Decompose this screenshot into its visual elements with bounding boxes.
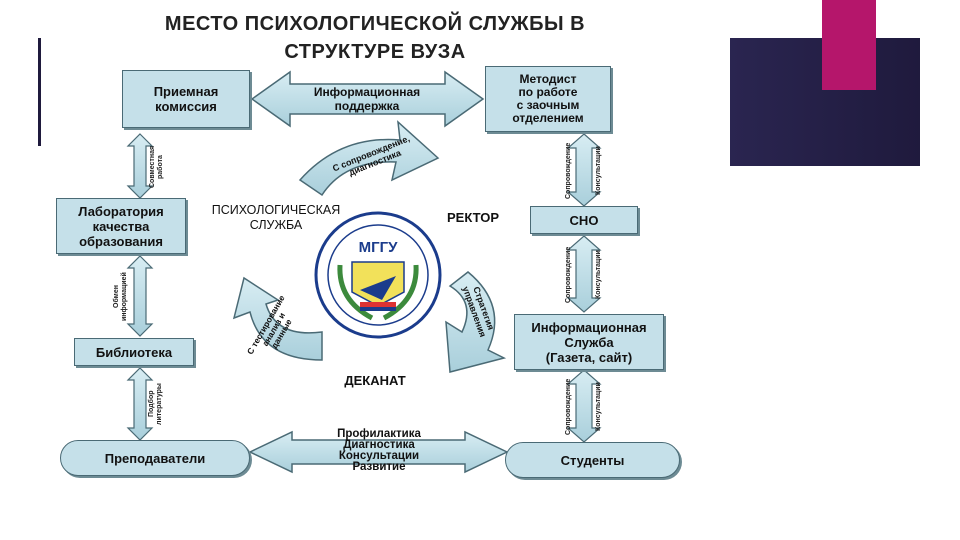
box-library: Библиотека xyxy=(74,338,194,366)
label-v-right-2a: Сопровождение xyxy=(565,246,572,304)
box-lab: Лаборатория качества образования xyxy=(56,198,186,254)
university-logo xyxy=(314,211,442,339)
arrow-v-right-2 xyxy=(566,235,602,313)
label-v-right-3b: Консультации xyxy=(595,382,602,432)
label-prevention: Профилактика Диагностика Консультации Ра… xyxy=(337,428,421,473)
label-info-support: Информационная поддержка xyxy=(313,85,421,113)
label-v-right-1a: Сопровождение xyxy=(565,142,572,200)
label-v-right-3a: Сопровождение xyxy=(565,378,572,436)
box-admissions: Приемная комиссия xyxy=(122,70,250,128)
logo-text: МГГУ xyxy=(358,239,398,256)
arrow-v-left-mid xyxy=(126,255,154,337)
box-teachers: Преподаватели xyxy=(60,440,250,476)
label-v-right-2b: Консультации xyxy=(595,250,602,300)
label-rector: РЕКТОР xyxy=(447,210,499,225)
label-dean: ДЕКАНАТ xyxy=(344,373,406,388)
arrow-curved-right xyxy=(445,271,507,373)
arrow-curved-left xyxy=(232,276,323,361)
box-methodist: Методист по работе с заочным отделением xyxy=(485,66,611,132)
page-title: МЕСТО ПСИХОЛОГИЧЕСКОЙ СЛУЖБЫ В СТРУКТУРЕ… xyxy=(164,13,586,63)
label-v-left-top: Совместная работа xyxy=(149,145,164,189)
slide-accent-bar-magenta xyxy=(822,0,876,90)
arrow-curved-top xyxy=(298,120,440,197)
box-sno: СНО xyxy=(530,206,638,234)
label-psych-service: ПСИХОЛОГИЧЕСКАЯ СЛУЖБА xyxy=(211,203,341,232)
box-info-service: Информационная Служба (Газета, сайт) xyxy=(514,314,664,370)
label-v-right-1b: Консультации xyxy=(595,146,602,196)
slide-left-rule xyxy=(38,38,41,146)
label-v-left-mid: Обмен информацией xyxy=(113,272,128,322)
label-v-left-bot: Подбор литературы xyxy=(148,383,163,425)
box-students: Студенты xyxy=(505,442,680,478)
arrow-info-support xyxy=(250,70,485,128)
